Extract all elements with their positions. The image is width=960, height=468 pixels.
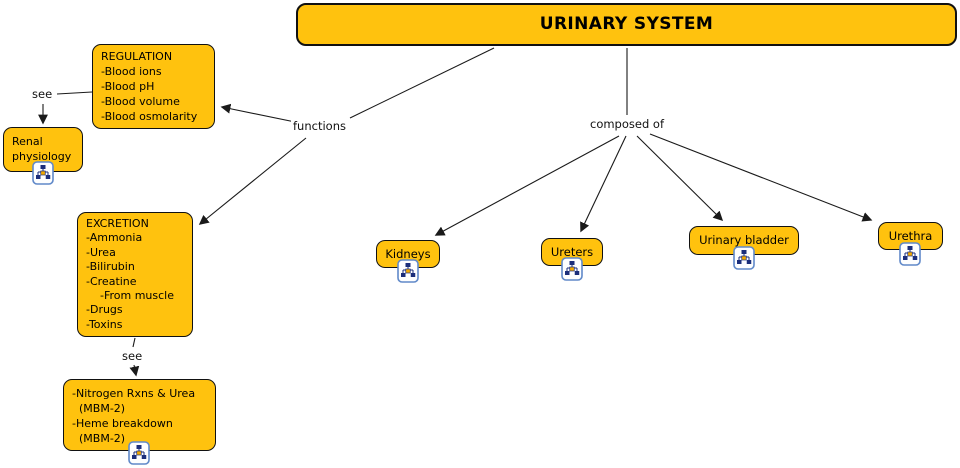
node-text-line: -Heme breakdown: [72, 417, 173, 430]
node-text-line: -Nitrogen Rxns & Urea: [72, 387, 196, 400]
node-ureters-label: Ureters: [550, 244, 594, 259]
line-composed-of-to-ureters: [580, 135, 627, 233]
node-urinary-bladder[interactable]: Urinary bladder: [689, 226, 799, 255]
node-text-line: -Creatine: [86, 274, 137, 288]
link-label-see-top[interactable]: see: [30, 87, 55, 101]
node-nitrogen-urea[interactable]: -Nitrogen Rxns & Urea (MBM-2) -Heme brea…: [63, 379, 216, 451]
node-text-line: Renal: [12, 135, 43, 148]
line-see-to-regulation: [56, 91, 93, 95]
link-label-functions[interactable]: functions: [291, 119, 348, 133]
node-text-line: -Blood volume: [101, 95, 180, 108]
node-text-line: -Ammonia: [86, 231, 143, 245]
node-text-line: -Bilirubin: [86, 260, 135, 274]
line-composed-of-to-kidneys: [434, 135, 620, 236]
node-excretion[interactable]: EXCRETION -Ammonia -Urea -Bilirubin -Cre…: [77, 212, 193, 337]
link-label-see-bottom[interactable]: see: [120, 349, 145, 363]
node-text-line: -Toxins: [86, 317, 123, 331]
node-text-line: EXCRETION: [86, 217, 149, 230]
node-text-line: (MBM-2): [72, 432, 126, 445]
node-text-line: -From muscle: [86, 289, 174, 303]
line-functions-to-regulation: [220, 103, 301, 124]
node-text-line: REGULATION: [101, 50, 173, 63]
node-kidneys-label: Kidneys: [385, 246, 431, 261]
linked-cmap-icon[interactable]: [128, 441, 150, 465]
linked-cmap-icon[interactable]: [561, 257, 583, 281]
line-title-to-functions: [349, 47, 495, 119]
line-see-to-nitrogen-urea: [129, 364, 140, 377]
node-urethra[interactable]: Urethra: [878, 222, 943, 250]
node-text-line: (MBM-2): [72, 402, 126, 415]
node-text-line: -Urea: [86, 245, 116, 259]
link-label-composed-of[interactable]: composed of: [588, 117, 667, 131]
line-functions-to-excretion: [198, 137, 307, 225]
node-text-line: -Drugs: [86, 303, 123, 317]
node-text-line: -Blood ions: [101, 65, 162, 78]
linked-cmap-icon[interactable]: [32, 161, 54, 185]
node-text-line: physiology: [12, 150, 72, 163]
node-text-line: -Blood pH: [101, 80, 155, 93]
node-urethra-label: Urethra: [888, 228, 933, 243]
node-urinary-system-label: URINARY SYSTEM: [539, 14, 714, 34]
line-composed-of-to-urethra: [649, 133, 873, 222]
linked-cmap-icon[interactable]: [733, 246, 755, 270]
node-text-line: -Blood osmolarity: [101, 110, 198, 123]
node-urinary-bladder-label: Urinary bladder: [699, 233, 789, 247]
node-regulation[interactable]: REGULATION -Blood ions -Blood pH -Blood …: [92, 44, 215, 129]
line-excretion-to-see: [132, 337, 136, 348]
line-composed-of-to-urinary-bladder: [636, 135, 724, 222]
linked-cmap-icon[interactable]: [397, 259, 419, 283]
linked-cmap-icon[interactable]: [899, 242, 921, 266]
node-urinary-system[interactable]: URINARY SYSTEM: [296, 3, 957, 46]
